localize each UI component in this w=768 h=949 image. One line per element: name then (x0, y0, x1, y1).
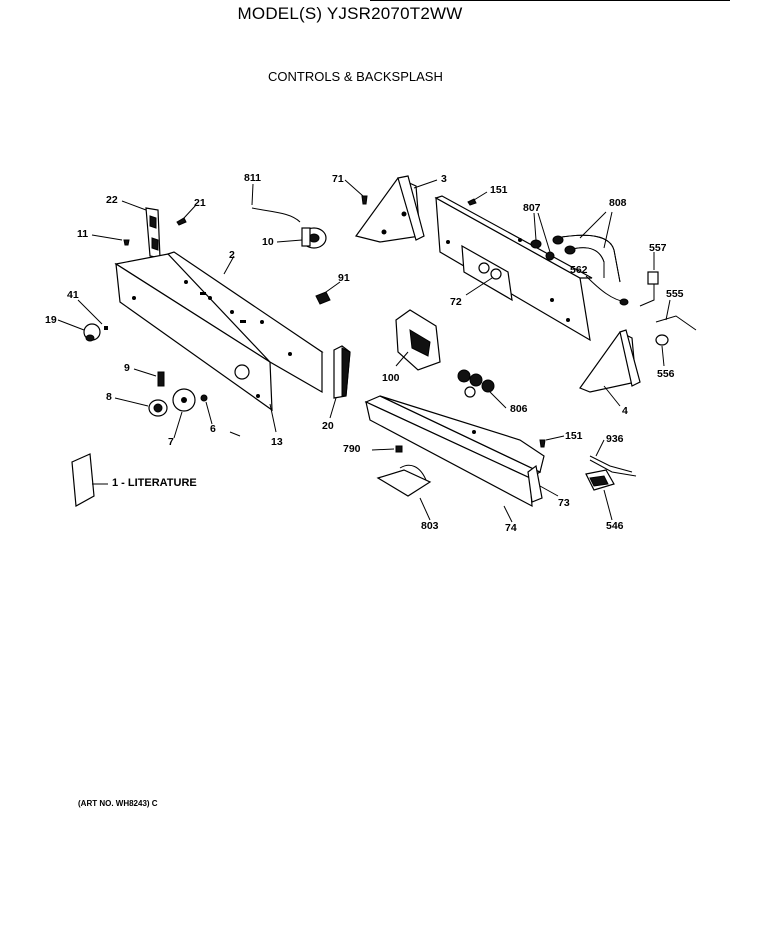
callout-10: 10 (262, 236, 274, 248)
callout-74: 74 (505, 522, 517, 534)
literature-booklet-icon (71, 453, 95, 507)
callout-4: 4 (622, 405, 628, 417)
part-151a-screw (467, 198, 477, 206)
part-555-wire (655, 315, 697, 331)
callout-22: 22 (106, 194, 118, 206)
callout-811: 811 (244, 172, 261, 184)
callout-20: 20 (322, 420, 334, 432)
callout-73: 73 (558, 497, 570, 509)
callout-9: 9 (124, 362, 130, 374)
callout-803: 803 (421, 520, 439, 532)
part-4-end-cap (579, 329, 641, 393)
part-73-bracket (527, 464, 543, 503)
part-41-component (104, 326, 108, 330)
part-9-spring (157, 371, 165, 387)
callout-3: 3 (441, 173, 447, 185)
part-803-component (376, 464, 432, 497)
callout-562: 562 (570, 264, 588, 276)
callout-556: 556 (657, 368, 675, 380)
part-72-backsplash-panel (434, 195, 593, 342)
art-number: (ART NO. WH8243) C (78, 799, 158, 808)
callout-6: 6 (210, 423, 216, 435)
part-7-dial (172, 388, 196, 412)
callout-555: 555 (666, 288, 684, 300)
part-151b-screw (539, 439, 546, 448)
part-91-clip (315, 291, 331, 305)
callout-11: 11 (77, 228, 89, 240)
part-556-component (655, 334, 669, 346)
part-3-end-cap (354, 175, 425, 243)
section-title: CONTROLS & BACKSPLASH (268, 69, 443, 84)
callout-8: 8 (106, 391, 112, 403)
callout-151-b: 151 (565, 430, 583, 442)
literature-label: 1 - LITERATURE (112, 477, 197, 489)
callout-71: 71 (332, 173, 344, 185)
callout-41: 41 (67, 289, 79, 301)
callout-91: 91 (338, 272, 350, 284)
callout-808: 808 (609, 197, 627, 209)
callout-72: 72 (450, 296, 462, 308)
callout-790: 790 (343, 443, 361, 455)
part-811-hose (251, 207, 301, 223)
part-790-component (395, 445, 403, 453)
callout-557: 557 (649, 242, 667, 254)
callout-100: 100 (382, 372, 400, 384)
part-19-knob (83, 323, 101, 342)
callout-21: 21 (194, 197, 206, 209)
top-rule (370, 0, 730, 1)
part-936-wiring (589, 455, 637, 477)
callout-13: 13 (271, 436, 283, 448)
part-8-knob (148, 399, 168, 417)
part-6-component (200, 394, 208, 402)
callout-807: 807 (523, 202, 541, 214)
callout-546: 546 (606, 520, 624, 532)
callout-19: 19 (45, 314, 57, 326)
callout-2: 2 (229, 249, 235, 261)
callout-936: 936 (606, 433, 624, 445)
part-21-clip (176, 217, 187, 226)
part-11-screw (123, 239, 130, 246)
part-807-grommets (530, 239, 555, 261)
page-title: MODEL(S) YJSR2070T2WW (237, 4, 463, 23)
part-10-component (301, 227, 327, 249)
callout-7: 7 (168, 436, 174, 448)
callout-806: 806 (510, 403, 528, 415)
part-557-component (639, 271, 659, 307)
part-100-timer (395, 309, 441, 371)
part-546-connector (585, 469, 615, 491)
part-2-control-panel (114, 251, 324, 412)
part-808-hoses (552, 234, 621, 283)
part-20-end-cap (333, 345, 351, 399)
callout-151: 151 (490, 184, 508, 196)
part-806-switches (457, 369, 495, 398)
part-71-screw (361, 195, 368, 205)
part-74-panel (364, 395, 545, 508)
part-22-bracket (145, 207, 161, 259)
